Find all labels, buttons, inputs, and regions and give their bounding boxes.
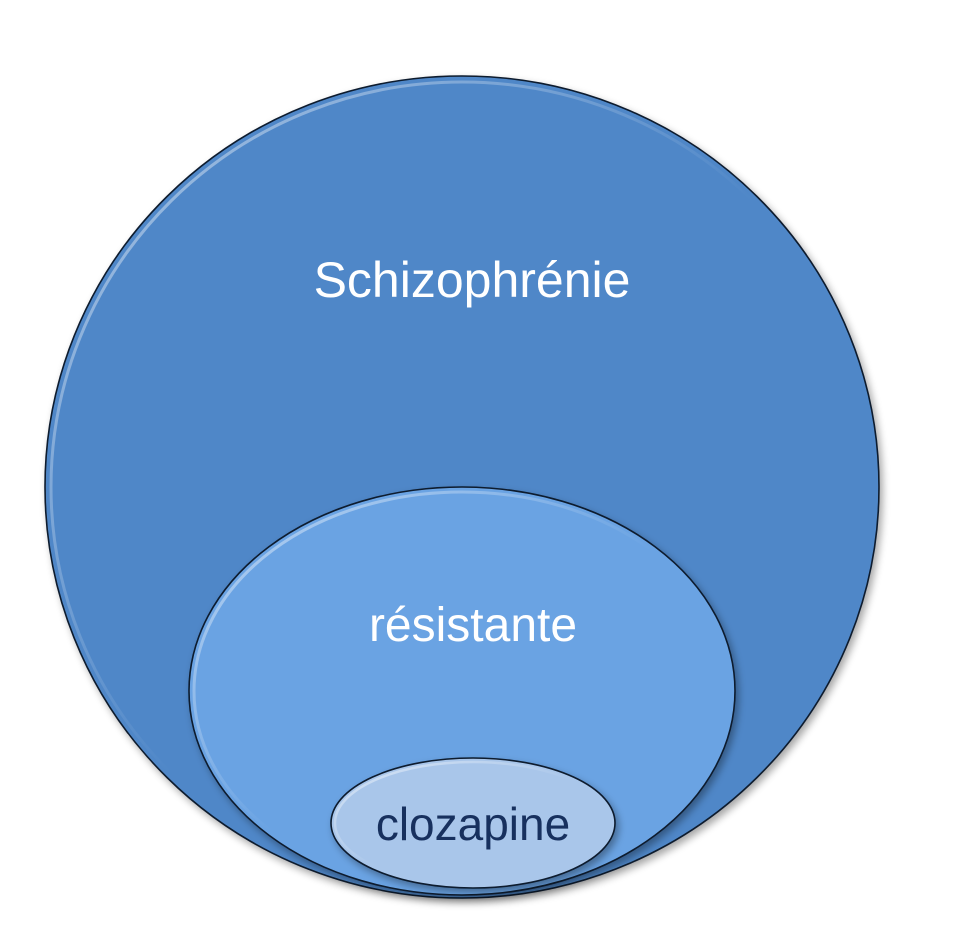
middle-ellipse-highlight (192, 490, 732, 892)
middle-ellipse-label: résistante (369, 599, 577, 652)
inner-ellipse-label: clozapine (376, 798, 570, 850)
inner-ellipse-clozapine (330, 757, 616, 889)
outer-circle-label: Schizophrénie (314, 252, 631, 308)
inner-ellipse-highlight (333, 760, 613, 886)
